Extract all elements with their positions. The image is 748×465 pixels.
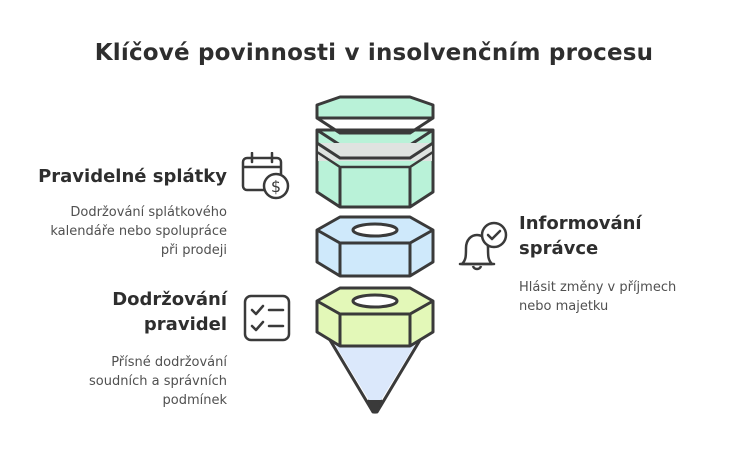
description-line: podmínek — [162, 393, 228, 408]
item-heading: Pravidelné splátky — [38, 166, 227, 187]
svg-text:$: $ — [271, 177, 281, 196]
description-line: Dodržování splátkového — [70, 205, 227, 220]
top-segment — [315, 95, 435, 209]
item-description: Přísné dodržování soudních a správních p… — [7, 353, 227, 410]
checklist-icon — [243, 294, 291, 342]
heading-line: pravidel — [143, 314, 227, 335]
description-line: při prodeji — [160, 243, 227, 258]
heading-line: Informování — [519, 213, 642, 234]
item-inform-administrator: Informování správce Hlásit změny v příjm… — [519, 211, 739, 316]
description-line: nebo majetku — [519, 299, 609, 314]
item-description: Hlásit změny v příjmech nebo majetku — [519, 278, 739, 316]
item-description: Dodržování splátkového kalendáře nebo sp… — [7, 203, 227, 260]
item-rule-compliance: Dodržování pravidel Přísné dodržování so… — [7, 287, 227, 410]
pencil-tip — [316, 319, 434, 414]
calendar-dollar-icon: $ — [241, 152, 290, 200]
description-line: Přísné dodržování — [111, 355, 227, 370]
description-line: soudních a správních — [89, 374, 227, 389]
description-line: kalendáře nebo spolupráce — [50, 224, 227, 239]
page-title: Klíčové povinnosti v insolvenčním proces… — [94, 40, 654, 66]
heading-line: správce — [519, 238, 599, 259]
heading-line: Dodržování — [112, 289, 227, 310]
middle-segment — [315, 215, 435, 278]
item-regular-payments: Pravidelné splátky Dodržování splátkovéh… — [7, 164, 227, 260]
item-heading: Informování správce — [519, 211, 739, 261]
lower-segment — [315, 286, 435, 348]
bell-check-icon — [458, 221, 508, 271]
description-line: Hlásit změny v příjmech — [519, 280, 677, 295]
item-heading: Dodržování pravidel — [7, 287, 227, 337]
